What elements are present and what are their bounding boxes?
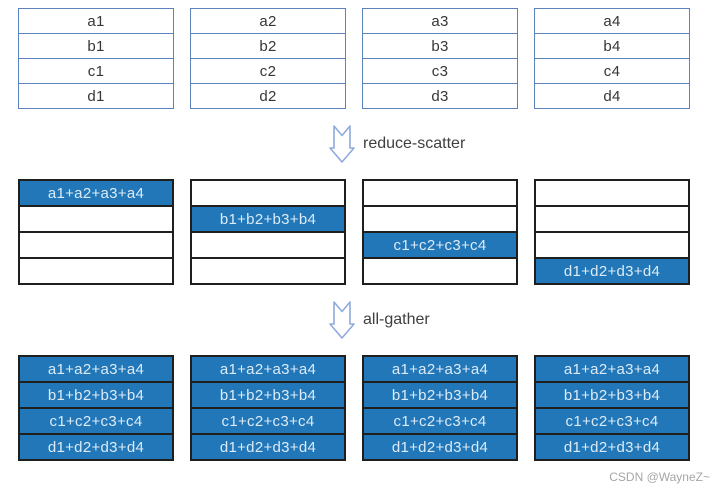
table-cell: d1 bbox=[19, 84, 173, 108]
table-cell-highlighted: b1+b2+b3+b4 bbox=[192, 383, 344, 409]
table-cell: c4 bbox=[535, 59, 689, 84]
table-cell-highlighted: c1+c2+c3+c4 bbox=[536, 409, 688, 435]
down-arrow-icon bbox=[329, 125, 355, 163]
device-1-all-gather-table: a1+a2+a3+a4 b1+b2+b3+b4 c1+c2+c3+c4 d1+d… bbox=[18, 355, 174, 461]
table-cell: c1 bbox=[19, 59, 173, 84]
table-cell-highlighted: a1+a2+a3+a4 bbox=[20, 357, 172, 383]
all-gather-step: all-gather bbox=[0, 285, 717, 355]
table-cell bbox=[536, 181, 688, 207]
reduce-scatter-step: reduce-scatter bbox=[0, 109, 717, 179]
device-2-reduce-scatter-table: b1+b2+b3+b4 bbox=[190, 179, 346, 285]
table-cell bbox=[364, 181, 516, 207]
table-cell bbox=[364, 207, 516, 233]
table-cell: a3 bbox=[363, 9, 517, 34]
watermark: CSDN @WayneZ~ bbox=[609, 470, 710, 484]
device-2-all-gather-table: a1+a2+a3+a4 b1+b2+b3+b4 c1+c2+c3+c4 d1+d… bbox=[190, 355, 346, 461]
table-cell: c3 bbox=[363, 59, 517, 84]
all-gather-row: a1+a2+a3+a4 b1+b2+b3+b4 c1+c2+c3+c4 d1+d… bbox=[0, 355, 717, 461]
table-cell-highlighted: a1+a2+a3+a4 bbox=[20, 181, 172, 207]
table-cell-highlighted: d1+d2+d3+d4 bbox=[20, 435, 172, 459]
table-cell bbox=[192, 181, 344, 207]
device-3-reduce-scatter-table: c1+c2+c3+c4 bbox=[362, 179, 518, 285]
table-cell bbox=[192, 259, 344, 283]
reduce-scatter-label: reduce-scatter bbox=[363, 135, 466, 152]
table-cell: d2 bbox=[191, 84, 345, 108]
table-cell-highlighted: d1+d2+d3+d4 bbox=[192, 435, 344, 459]
table-cell: d4 bbox=[535, 84, 689, 108]
device-4-all-gather-table: a1+a2+a3+a4 b1+b2+b3+b4 c1+c2+c3+c4 d1+d… bbox=[534, 355, 690, 461]
table-cell: a2 bbox=[191, 9, 345, 34]
table-cell bbox=[192, 233, 344, 259]
table-cell-highlighted: b1+b2+b3+b4 bbox=[20, 383, 172, 409]
table-cell-highlighted: d1+d2+d3+d4 bbox=[364, 435, 516, 459]
table-cell: b4 bbox=[535, 34, 689, 59]
table-cell-highlighted: c1+c2+c3+c4 bbox=[364, 409, 516, 435]
device-4-reduce-scatter-table: d1+d2+d3+d4 bbox=[534, 179, 690, 285]
table-cell-highlighted: a1+a2+a3+a4 bbox=[192, 357, 344, 383]
table-cell: c2 bbox=[191, 59, 345, 84]
table-cell bbox=[20, 259, 172, 283]
device-3-all-gather-table: a1+a2+a3+a4 b1+b2+b3+b4 c1+c2+c3+c4 d1+d… bbox=[362, 355, 518, 461]
table-cell-highlighted: d1+d2+d3+d4 bbox=[536, 259, 688, 283]
table-cell bbox=[536, 233, 688, 259]
table-cell-highlighted: c1+c2+c3+c4 bbox=[364, 233, 516, 259]
table-cell: d3 bbox=[363, 84, 517, 108]
table-cell bbox=[536, 207, 688, 233]
table-cell bbox=[364, 259, 516, 283]
table-cell: a4 bbox=[535, 9, 689, 34]
table-cell-highlighted: a1+a2+a3+a4 bbox=[364, 357, 516, 383]
all-gather-label: all-gather bbox=[363, 311, 430, 328]
table-cell-highlighted: d1+d2+d3+d4 bbox=[536, 435, 688, 459]
reduce-scatter-row: a1+a2+a3+a4 b1+b2+b3+b4 c1+c2+c3+c4 d1+d… bbox=[0, 179, 717, 285]
table-cell-highlighted: a1+a2+a3+a4 bbox=[536, 357, 688, 383]
input-row: a1 b1 c1 d1 a2 b2 c2 d2 a3 b3 c3 d3 a4 b… bbox=[0, 0, 717, 109]
table-cell-highlighted: b1+b2+b3+b4 bbox=[536, 383, 688, 409]
table-cell: a1 bbox=[19, 9, 173, 34]
device-2-input-table: a2 b2 c2 d2 bbox=[190, 8, 346, 109]
device-3-input-table: a3 b3 c3 d3 bbox=[362, 8, 518, 109]
device-4-input-table: a4 b4 c4 d4 bbox=[534, 8, 690, 109]
table-cell-highlighted: c1+c2+c3+c4 bbox=[192, 409, 344, 435]
table-cell: b1 bbox=[19, 34, 173, 59]
table-cell-highlighted: c1+c2+c3+c4 bbox=[20, 409, 172, 435]
table-cell-highlighted: b1+b2+b3+b4 bbox=[192, 207, 344, 233]
down-arrow-icon bbox=[329, 301, 355, 339]
table-cell: b2 bbox=[191, 34, 345, 59]
device-1-reduce-scatter-table: a1+a2+a3+a4 bbox=[18, 179, 174, 285]
table-cell bbox=[20, 207, 172, 233]
table-cell bbox=[20, 233, 172, 259]
table-cell: b3 bbox=[363, 34, 517, 59]
device-1-input-table: a1 b1 c1 d1 bbox=[18, 8, 174, 109]
table-cell-highlighted: b1+b2+b3+b4 bbox=[364, 383, 516, 409]
